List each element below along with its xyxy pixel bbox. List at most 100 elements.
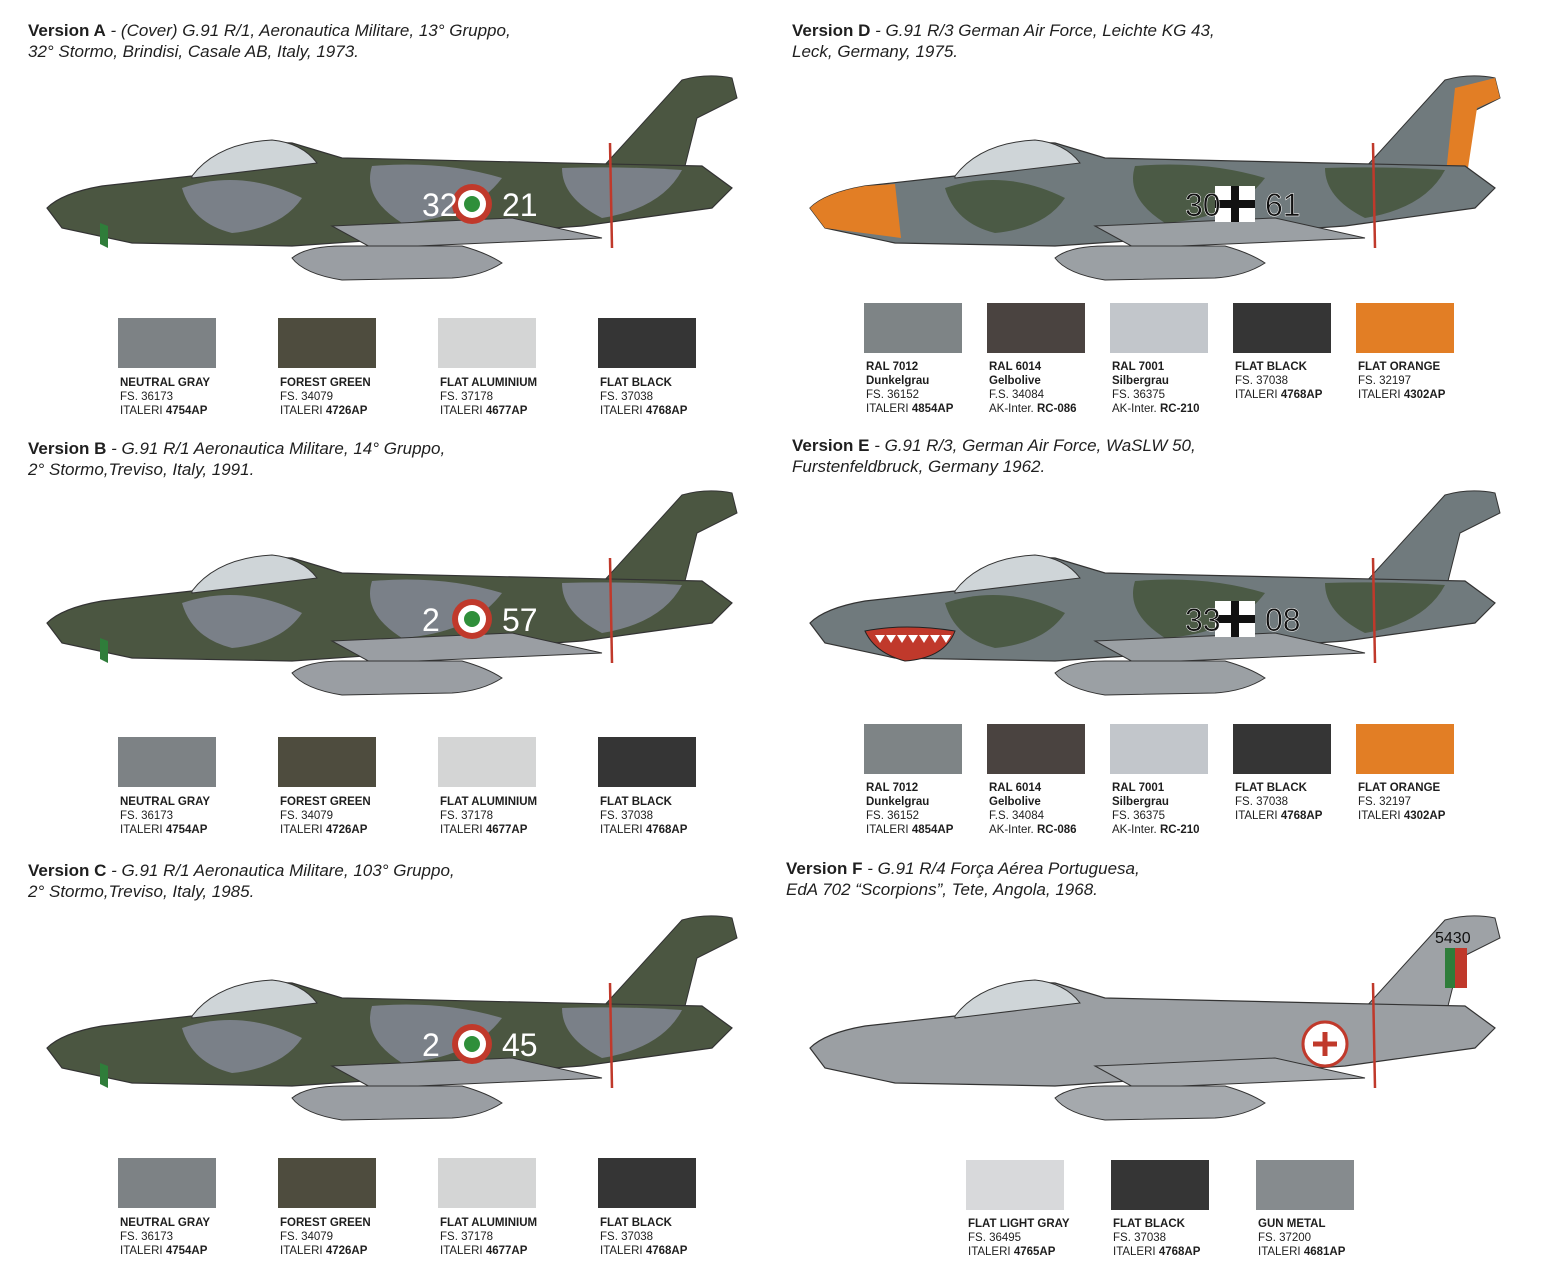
paint-brand: ITALERI [1258,1246,1301,1258]
code-left: 2 [422,602,440,638]
paint-fs-code: FS. 36375 [1112,389,1166,401]
paint-code: 4754AP [165,405,208,417]
version-desc-line2: Leck, Germany, 1975. [792,42,958,61]
paint-swatch [598,318,696,368]
paint-code: 4302AP [1403,389,1446,401]
paint-name: FLAT BLACK [600,796,672,808]
code-right: 61 [1265,187,1301,223]
paint-swatch [1233,724,1331,774]
paint-code: 4854AP [911,403,954,415]
version-desc-line2: 2° Stormo,Treviso, Italy, 1991. [28,460,255,479]
paint-fs-code: FS. 34079 [280,810,334,822]
paint-brand: ITALERI [120,824,163,836]
version-desc-line1: - G.91 R/3 German Air Force, Leichte KG … [870,21,1215,40]
paint-code: 4768AP [645,405,688,417]
paint-fs-code: FS. 34079 [280,1231,334,1243]
paint-swatch [118,318,216,368]
paint-code: 4677AP [485,1245,528,1257]
version-desc-line2: 2° Stormo,Treviso, Italy, 1985. [28,882,255,901]
paint-swatch [278,737,376,787]
paint-subname: Dunkelgrau [866,796,930,808]
paint-swatch [864,724,962,774]
paint-brand: ITALERI [600,1245,643,1257]
paint-brand: ITALERI [440,1245,483,1257]
paint-subname: Gelbolive [989,796,1041,808]
paint-code: 4726AP [325,1245,368,1257]
paint-code: 4754AP [165,824,208,836]
version-label: Version D [792,21,871,40]
paint-code: 4768AP [1158,1246,1201,1258]
paint-code: 4302AP [1403,810,1446,822]
paint-name: FLAT BLACK [1113,1218,1185,1230]
paint-fs-code: FS. 34079 [280,391,334,403]
paint-fs-code: FS. 36495 [968,1232,1022,1244]
paint-brand: ITALERI [440,824,483,836]
paint-fs-code: FS. 36173 [120,810,174,822]
paint-name: FOREST GREEN [280,377,371,389]
paint-fs-code: F.S. 34084 [989,810,1044,822]
paint-swatch [438,737,536,787]
paint-swatch [118,1158,216,1208]
paint-swatch [1233,303,1331,353]
version-label: Version E [792,436,870,455]
version-caption-a: Version A - (Cover) G.91 R/1, Aeronautic… [28,20,511,62]
paint-name: FLAT BLACK [1235,782,1307,794]
paint-name: GUN METAL [1258,1218,1326,1230]
paint-code: 4726AP [325,824,368,836]
version-desc-line1: - G.91 R/1 Aeronautica Militare, 103° Gr… [106,861,455,880]
paint-brand: ITALERI [280,824,323,836]
paint-code: 4765AP [1013,1246,1056,1258]
paint-fs-code: FS. 37038 [600,810,654,822]
paint-code: 4768AP [645,824,688,836]
paint-brand: ITALERI [1358,389,1401,401]
paint-swatch [278,1158,376,1208]
paint-brand: ITALERI [1113,1246,1156,1258]
paint-fs-code: F.S. 34084 [989,389,1044,401]
paint-subname: Silbergrau [1112,796,1169,808]
paint-swatch [1256,1160,1354,1210]
paint-name: FOREST GREEN [280,796,371,808]
paint-brand: AK-Inter. [1112,403,1157,415]
paint-name: FLAT BLACK [600,377,672,389]
paint-code: 4854AP [911,824,954,836]
paint-fs-code: FS. 37178 [440,1231,494,1243]
paint-brand: ITALERI [440,405,483,417]
paint-name: FOREST GREEN [280,1217,371,1229]
paint-swatch [966,1160,1064,1210]
paint-brand: ITALERI [1358,810,1401,822]
paint-fs-code: FS. 37038 [1235,796,1289,808]
paint-code: 4768AP [1280,810,1323,822]
paint-fs-code: FS. 32197 [1358,375,1412,387]
paint-code: 4768AP [1280,389,1323,401]
paint-brand: ITALERI [280,405,323,417]
paint-brand: ITALERI [280,1245,323,1257]
paint-fs-code: FS. 36152 [866,810,920,822]
paint-name: RAL 7012 [866,361,919,373]
paint-brand: ITALERI [120,1245,163,1257]
version-desc-line2: EdA 702 “Scorpions”, Tete, Angola, 1968. [786,880,1098,899]
paint-name: RAL 7001 [1112,361,1165,373]
paint-fs-code: FS. 36152 [866,389,920,401]
paint-swatch [1110,724,1208,774]
paint-brand: AK-Inter. [989,403,1034,415]
version-desc-line2: 32° Stormo, Brindisi, Casale AB, Italy, … [28,42,359,61]
paint-swatch [864,303,962,353]
paint-brand: ITALERI [866,824,909,836]
